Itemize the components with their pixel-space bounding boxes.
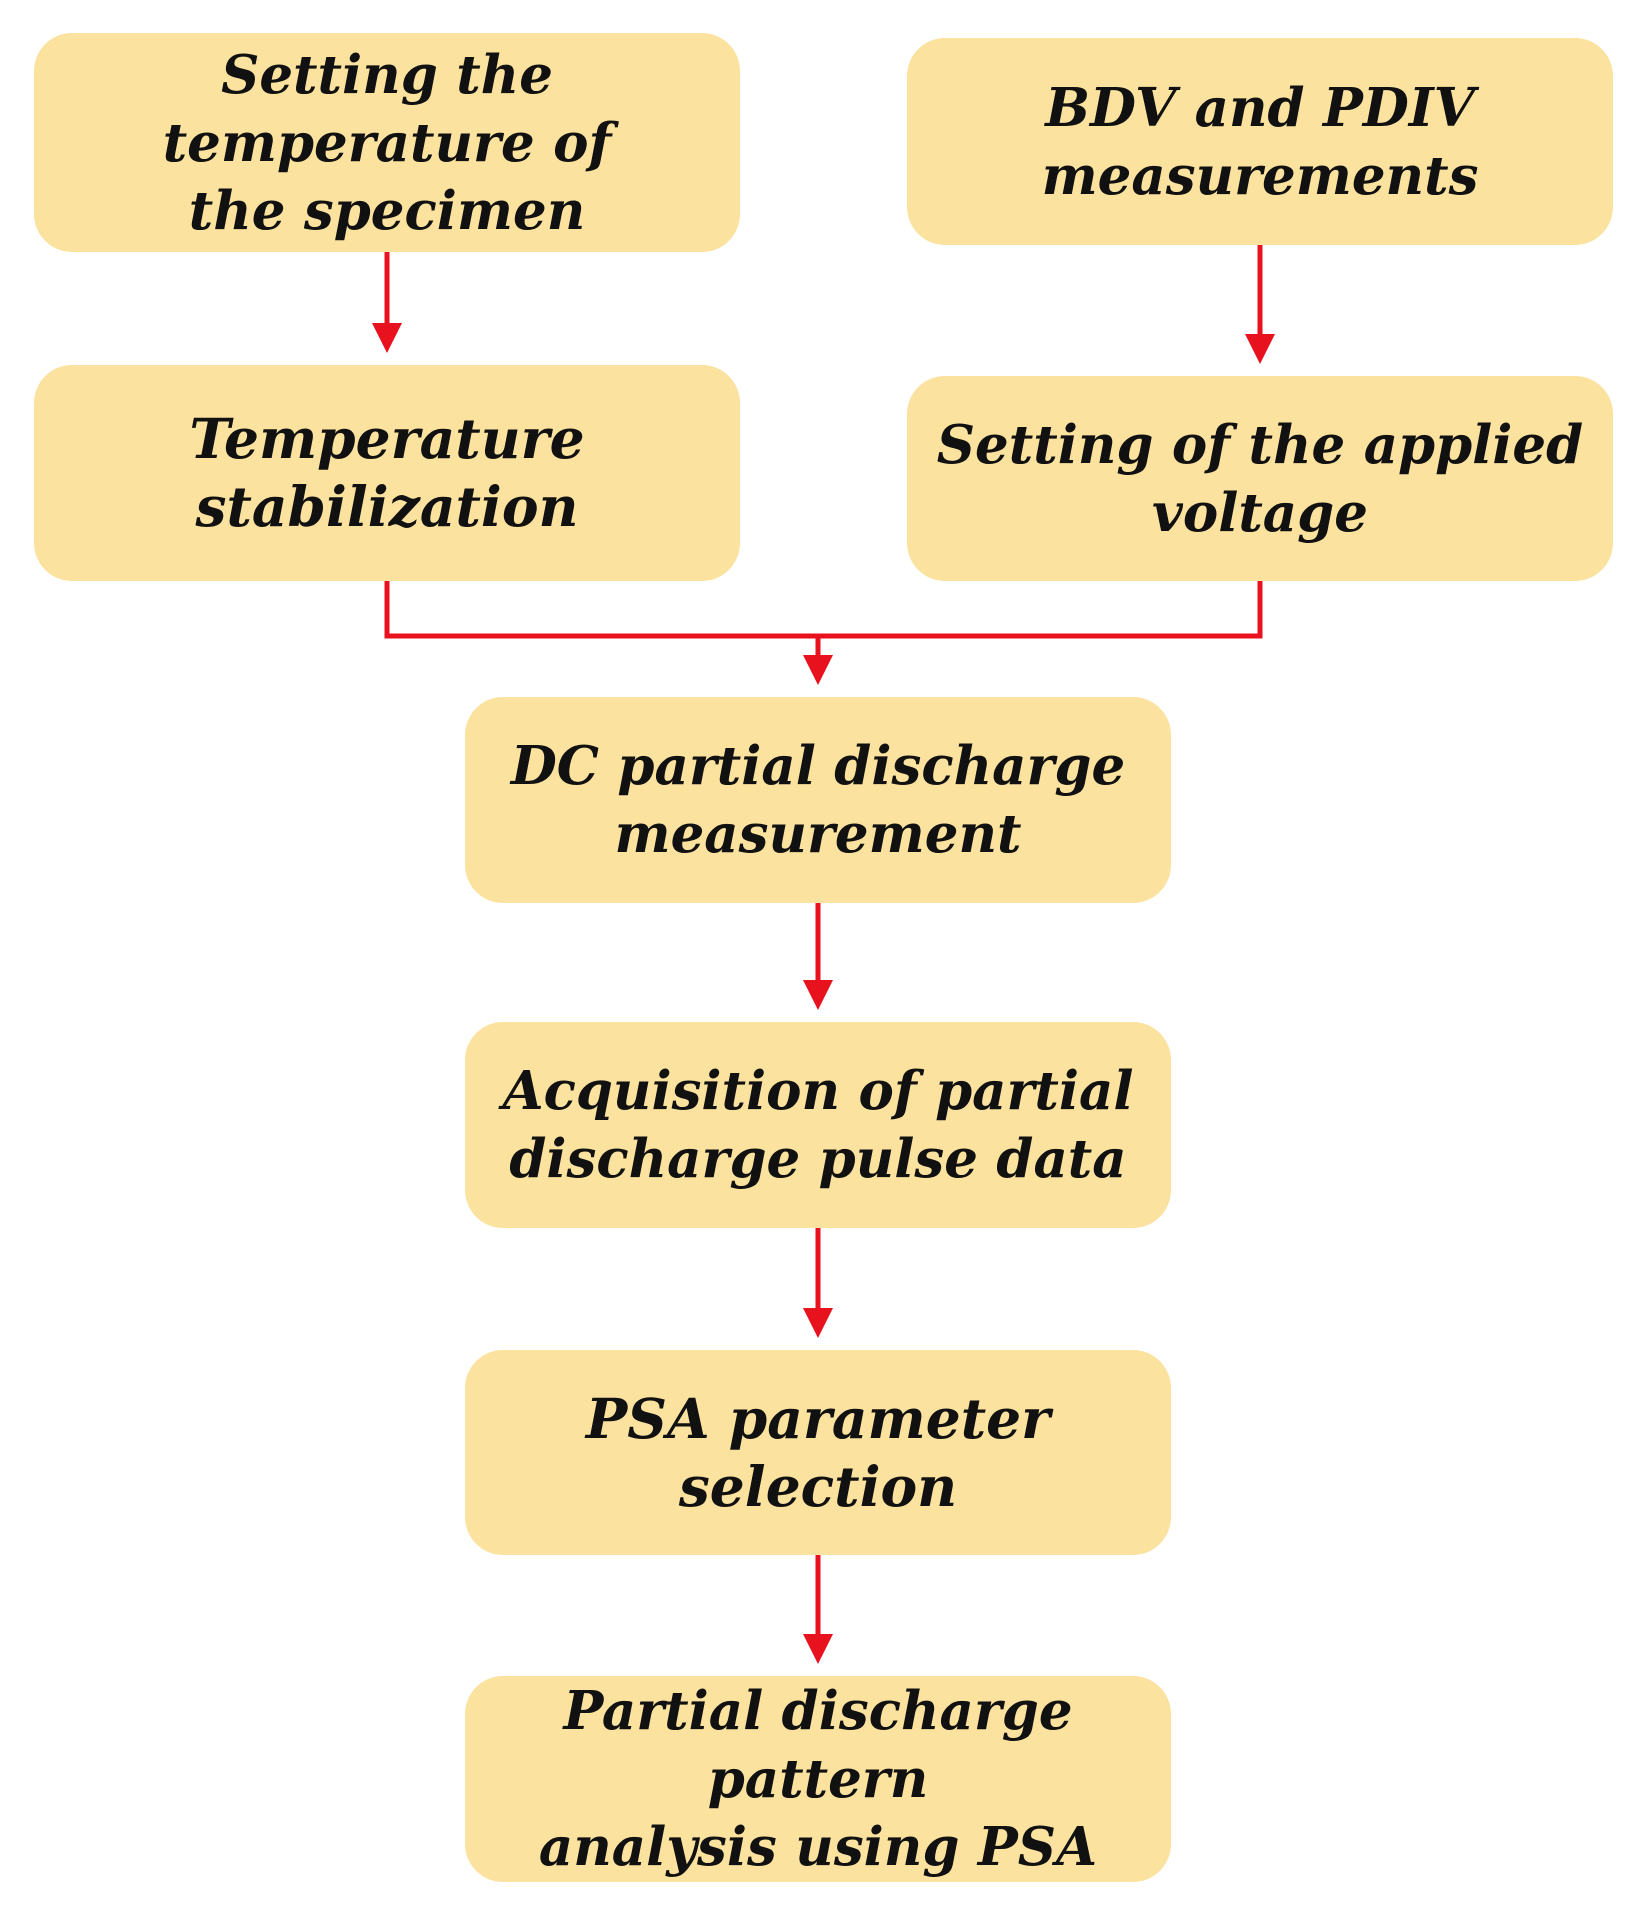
step-text-line: Temperature stabilization bbox=[189, 406, 585, 539]
step-text-line: measurement bbox=[614, 803, 1022, 865]
connector-merge-into-dc-measurement bbox=[384, 581, 1263, 639]
step-text-line: BDV and PDIV bbox=[1045, 76, 1475, 139]
step-text-line: discharge pulse data bbox=[509, 1128, 1127, 1190]
step-text-line: analysis using PSA bbox=[538, 1816, 1098, 1878]
step-text-line: Acquisition of partial bbox=[502, 1060, 1134, 1122]
step-text: BDV and PDIV measurements bbox=[1042, 74, 1479, 210]
step-text-line: DC partial discharge bbox=[510, 735, 1126, 797]
step-text-line: measurements bbox=[1041, 144, 1479, 207]
step-text: Setting of the applied voltage bbox=[937, 411, 1583, 547]
step-text-line: Setting of the applied bbox=[936, 413, 1584, 476]
step-setting-temperature: Setting the temperature of the specimen bbox=[34, 33, 740, 252]
step-psa-parameter-selection: PSA parameter selection bbox=[465, 1350, 1171, 1555]
step-text-line: the specimen bbox=[188, 179, 586, 242]
step-text: Partial discharge pattern analysis using… bbox=[483, 1677, 1153, 1881]
step-text: PSA parameter selection bbox=[483, 1385, 1153, 1521]
step-text-line: PSA parameter selection bbox=[585, 1385, 1051, 1519]
step-text-line: Partial discharge pattern bbox=[563, 1680, 1073, 1810]
step-text: Setting the temperature of the specimen bbox=[52, 41, 722, 245]
step-text: Acquisition of partial discharge pulse d… bbox=[502, 1057, 1133, 1193]
step-text-line: voltage bbox=[1152, 481, 1368, 544]
step-text: Temperature stabilization bbox=[52, 405, 722, 541]
step-pattern-analysis-psa: Partial discharge pattern analysis using… bbox=[465, 1676, 1171, 1882]
step-text: DC partial discharge measurement bbox=[511, 732, 1125, 868]
step-setting-applied-voltage: Setting of the applied voltage bbox=[907, 376, 1613, 581]
step-dc-partial-discharge-measurement: DC partial discharge measurement bbox=[465, 697, 1171, 903]
step-text-line: Setting the temperature of bbox=[162, 43, 612, 174]
step-acquisition-pulse-data: Acquisition of partial discharge pulse d… bbox=[465, 1022, 1171, 1228]
step-bdv-pdiv-measurements: BDV and PDIV measurements bbox=[907, 38, 1613, 245]
step-temperature-stabilization: Temperature stabilization bbox=[34, 365, 740, 581]
